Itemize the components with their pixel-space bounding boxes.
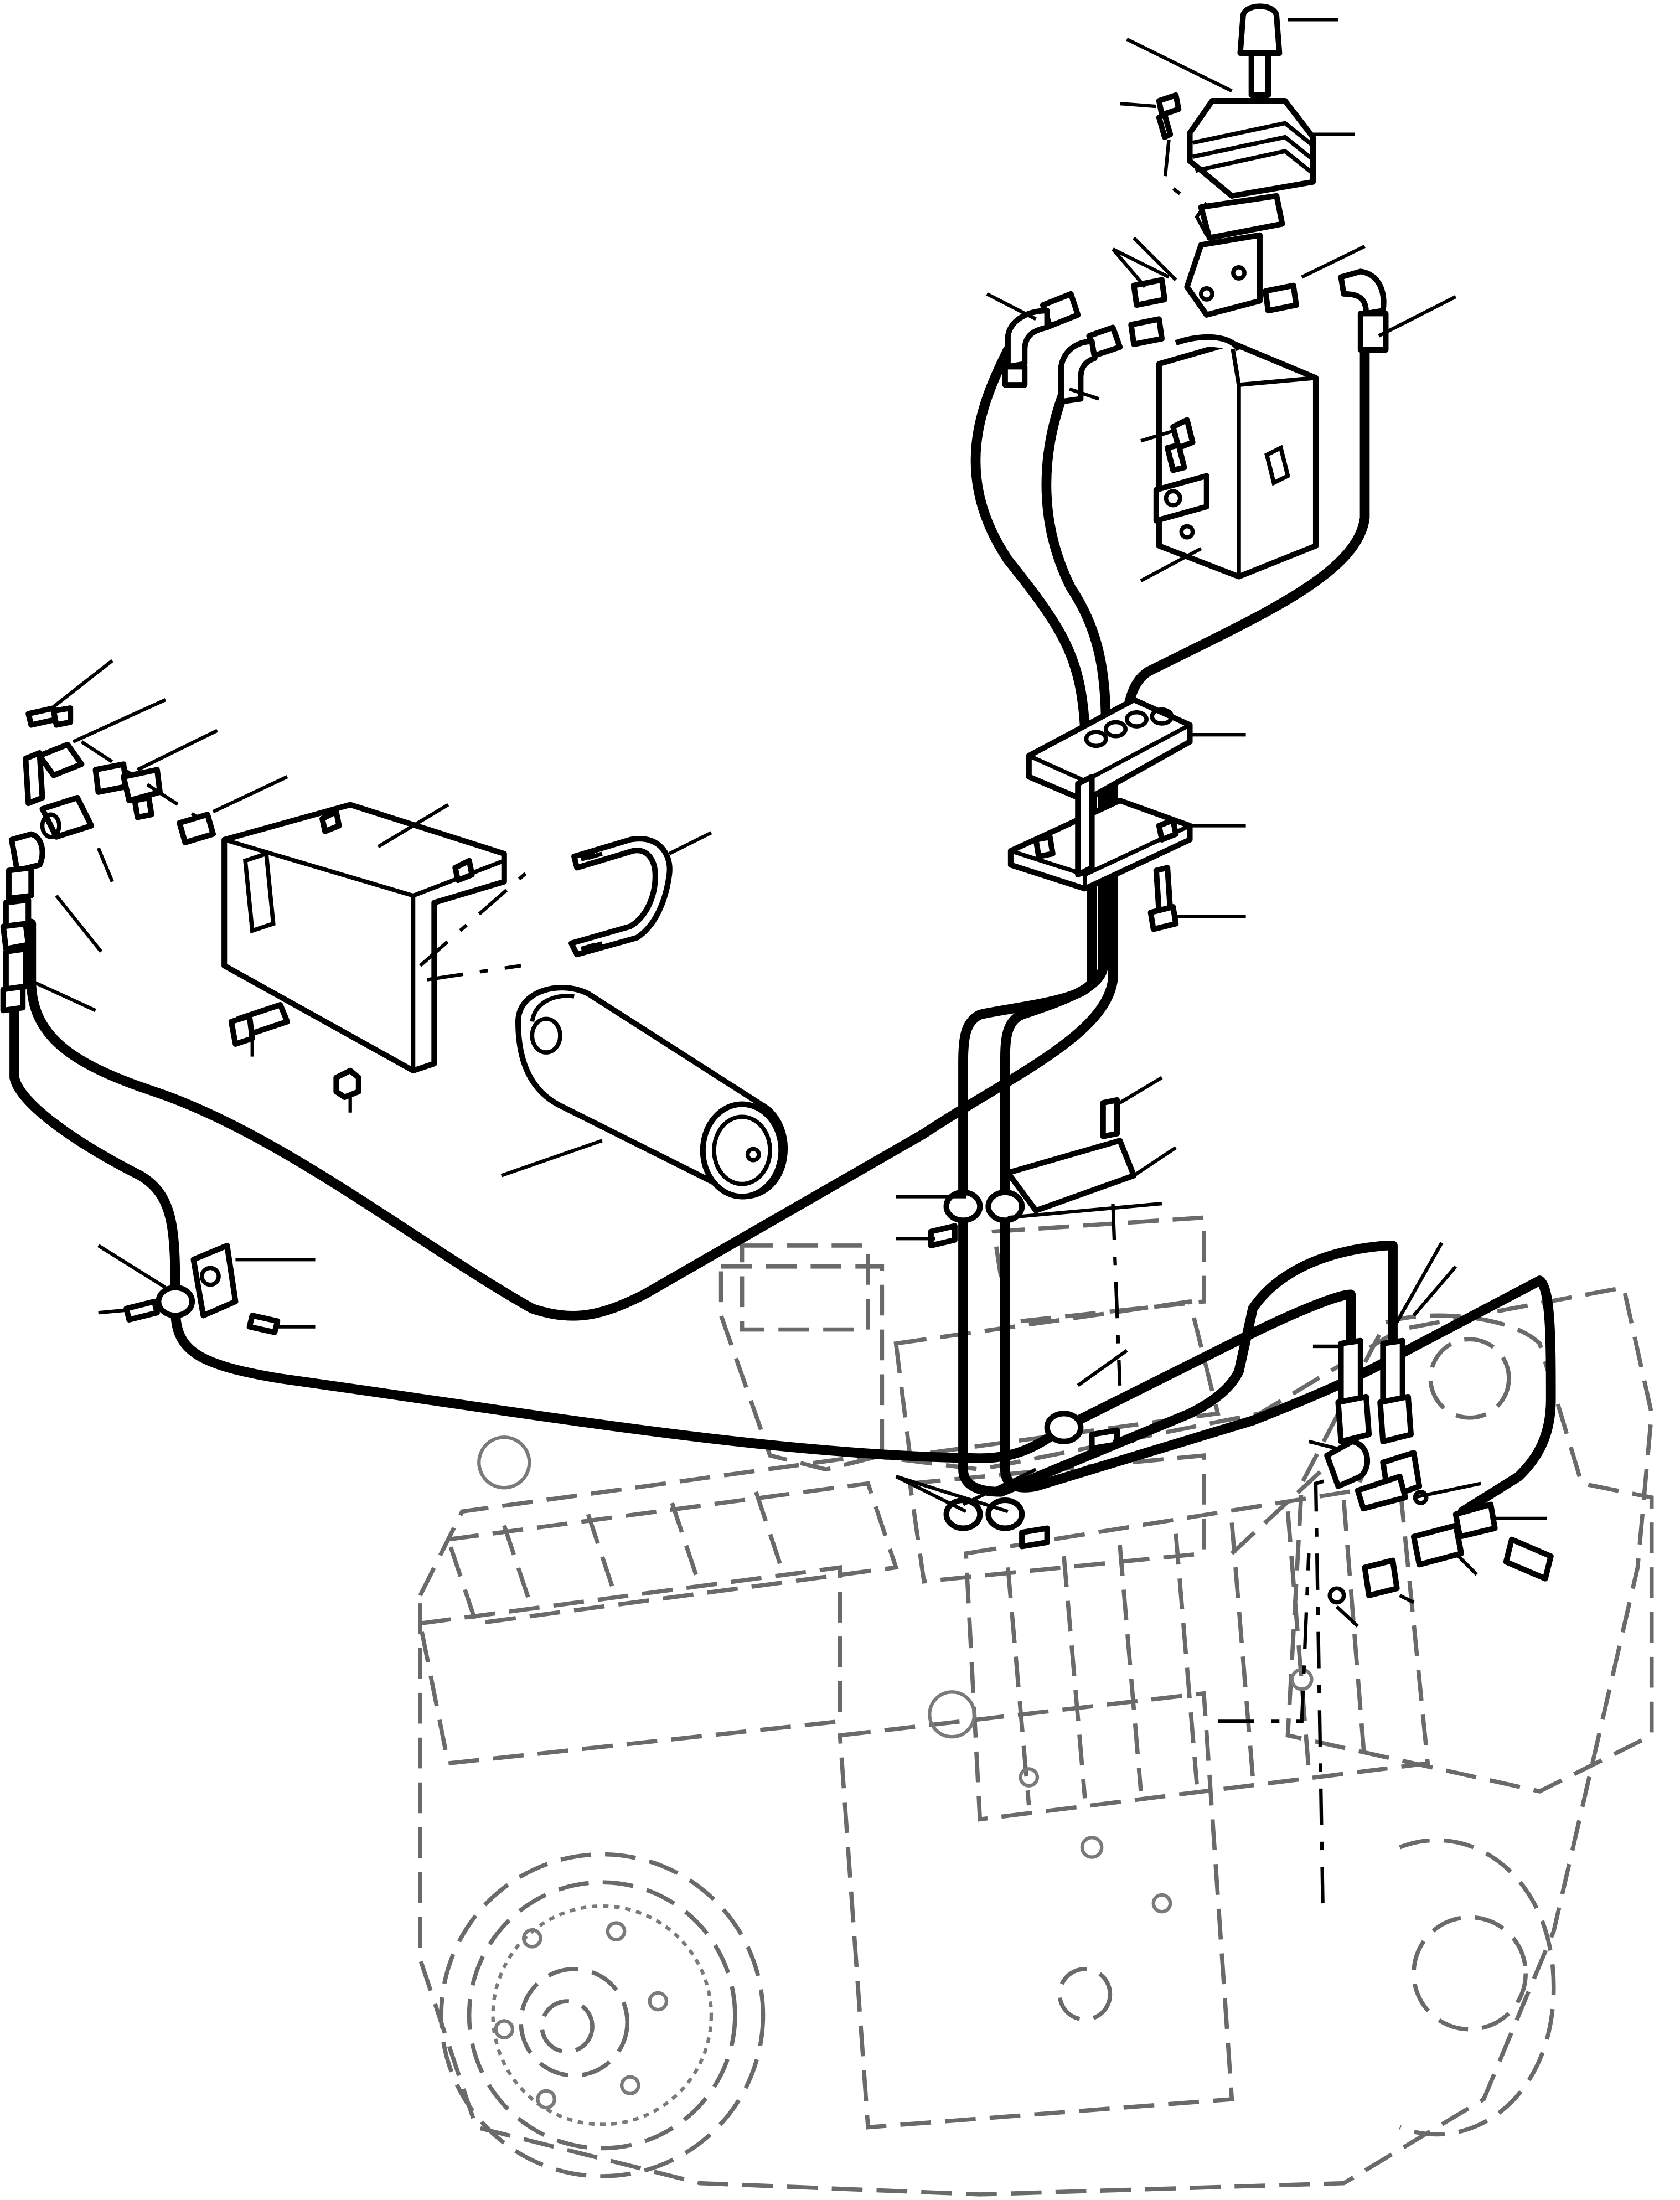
hose-centre-a — [958, 751, 1398, 1497]
leader-lines — [27, 18, 1547, 1628]
connector-icon — [0, 705, 216, 1014]
hose-joystick-right — [1121, 345, 1370, 733]
hose-joystick-left — [970, 345, 1094, 761]
transmission-icon — [417, 1215, 1654, 2197]
right-fittings — [1324, 1337, 1554, 1605]
joystick-icon — [1153, 3, 1319, 580]
valve-bracket-icon — [1007, 696, 1193, 932]
hose-clip-icon — [123, 1097, 1137, 1550]
hose-joystick-middle — [1041, 386, 1111, 733]
hose-centre-b — [1000, 751, 1556, 1517]
hose-left-b — [26, 751, 1118, 1321]
elbow-fitting-icon — [1002, 268, 1389, 405]
accumulator-icon — [221, 802, 788, 1200]
